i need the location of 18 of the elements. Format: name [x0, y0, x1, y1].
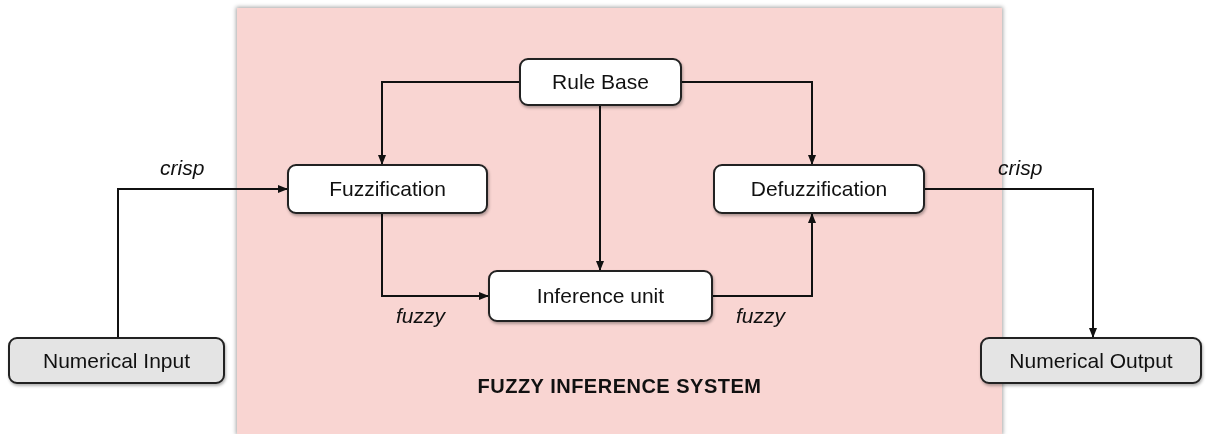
arrow — [117, 185, 288, 338]
edge-label: fuzzy — [396, 304, 445, 328]
edge-label: crisp — [160, 156, 205, 180]
arrow — [378, 81, 520, 165]
panel-title: FUZZY INFERENCE SYSTEM — [476, 375, 763, 398]
process-box: Inference unit — [488, 270, 713, 322]
arrow — [712, 213, 816, 297]
io-box: Numerical Output — [980, 337, 1202, 384]
arrow — [596, 105, 604, 271]
edge-label: fuzzy — [736, 304, 785, 328]
arrow — [924, 188, 1097, 338]
arrow — [381, 213, 489, 300]
io-box: Numerical Input — [8, 337, 225, 384]
process-box: Fuzzification — [287, 164, 488, 214]
edge-label: crisp — [998, 156, 1043, 180]
process-box: Rule Base — [519, 58, 682, 106]
process-box: Defuzzification — [713, 164, 925, 214]
arrow — [681, 81, 816, 165]
